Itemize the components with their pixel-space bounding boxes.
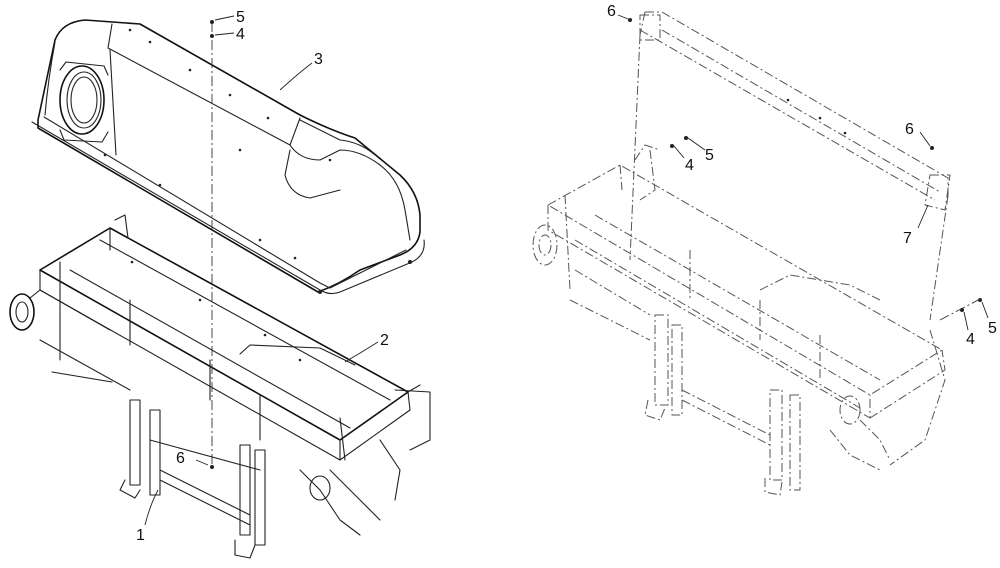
stand-part-1 xyxy=(119,399,266,559)
frame-phantom xyxy=(532,144,946,471)
left-assembly: 5 4 3 2 6 1 xyxy=(9,9,431,559)
fastener-4-upper xyxy=(670,144,674,148)
callout-2: 2 xyxy=(380,332,389,349)
callout-1: 1 xyxy=(136,527,145,544)
fastener-5-upper xyxy=(684,136,688,140)
fastener-6-right xyxy=(930,146,934,150)
stand-phantom xyxy=(644,314,801,496)
fastener-5-lower xyxy=(978,298,982,302)
callout-4-left: 4 xyxy=(236,26,245,43)
right-assembly: 6 4 5 6 7 4 5 xyxy=(532,3,997,496)
callout-5-left: 5 xyxy=(236,9,245,26)
callout-7: 7 xyxy=(903,230,912,247)
callout-3: 3 xyxy=(314,51,323,68)
fastener-6-left xyxy=(210,465,214,469)
fastener-5-left xyxy=(210,20,214,24)
callout-6-left: 6 xyxy=(176,450,185,467)
fastener-4-left xyxy=(210,34,214,38)
cover-part-3 xyxy=(31,19,425,295)
callout-5-upper: 5 xyxy=(705,147,714,164)
frame-part-2 xyxy=(9,214,431,536)
callout-6-top: 6 xyxy=(607,3,616,20)
callout-4-upper: 4 xyxy=(685,157,694,174)
fastener-6-top xyxy=(628,18,632,22)
callout-4-lower: 4 xyxy=(966,331,975,348)
callout-5-lower: 5 xyxy=(988,320,997,337)
callout-6-right: 6 xyxy=(905,121,914,138)
backboard-part-7 xyxy=(629,11,951,321)
